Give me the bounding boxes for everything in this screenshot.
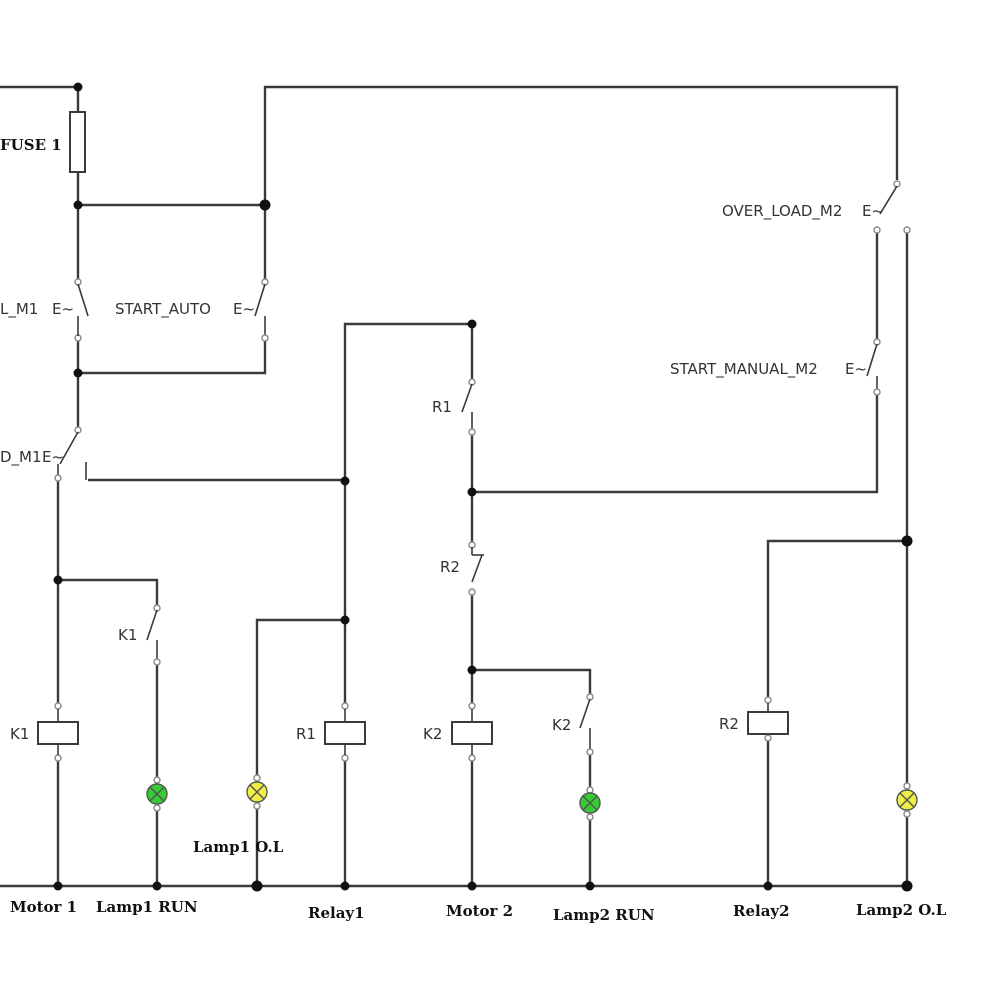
start-auto-label: START_AUTO [115, 300, 211, 319]
contact-k2-label: K2 [552, 716, 571, 734]
relay1-top-wire [343, 322, 474, 480]
coil-r1-label: R1 [296, 725, 316, 743]
coil-r2: R2 [719, 696, 789, 742]
lamp2-ol-icon [896, 782, 918, 818]
contact-r1: R1 [432, 378, 476, 436]
relay2-top-wire [766, 539, 907, 698]
contact-k2: K2 [552, 693, 594, 756]
lamp2-ol-label: Lamp2 O.L [856, 901, 947, 919]
coil-k1-label: K1 [10, 725, 29, 743]
supply-wire-left [0, 85, 80, 112]
coil-r2-label: R2 [719, 715, 739, 733]
overload-m1-label: D_M1 [0, 448, 42, 467]
start-manual-m2-actuator-icon: E~ [845, 360, 867, 378]
relay2-label: Relay2 [733, 902, 790, 920]
start-manual-m1-actuator-icon: E~ [52, 300, 74, 318]
switch-start-manual-m2: START_MANUAL_M2 E~ [670, 338, 881, 396]
switch-start-manual-m1: L_M1 E~ [0, 278, 89, 342]
switch-overload-m2: OVER_LOAD_M2 E~ [722, 180, 911, 234]
lamp1-ol-label: Lamp1 O.L [193, 838, 284, 856]
overload-m2-actuator-icon: E~ [862, 202, 884, 220]
start-auto-actuator-icon: E~ [233, 300, 255, 318]
overload-m2-label: OVER_LOAD_M2 [722, 202, 842, 221]
coil-k2: K2 [423, 702, 493, 762]
wires [0, 85, 910, 888]
switch-overload-m1: D_M1 E~ [0, 426, 87, 482]
lamp2-run-icon [579, 786, 601, 821]
contact-r2-label: R2 [440, 558, 460, 576]
coil-r1: R1 [296, 702, 366, 762]
switch-start-auto: START_AUTO E~ [115, 278, 269, 342]
contact-k1-label: K1 [118, 626, 137, 644]
coil-k2-label: K2 [423, 725, 442, 743]
lamp1-run-label: Lamp1 RUN [96, 898, 198, 916]
junction-nodes [53, 82, 913, 892]
branch-top-wire [78, 203, 267, 282]
contact-k1: K1 [118, 604, 161, 666]
start-manual-m2-label: START_MANUAL_M2 [670, 360, 818, 379]
motor2-label: Motor 2 [446, 902, 513, 920]
motor1-label: Motor 1 [10, 898, 77, 916]
lamp1-run-icon [146, 776, 168, 812]
lamp1-ol-wire [255, 618, 345, 780]
start-auto-return-wire [78, 338, 267, 375]
k2-branch-wire [472, 668, 592, 695]
start-manual-m1-label: L_M1 [0, 300, 38, 319]
contact-r2-nc: R2 [440, 541, 484, 596]
fuse-label: FUSE 1 [0, 136, 62, 154]
lamp1-ol-icon [246, 774, 268, 810]
k1-branch-wire [58, 578, 159, 606]
coil-k1: K1 [10, 702, 79, 762]
relay1-label: Relay1 [308, 904, 365, 922]
supply-wire-top [263, 85, 899, 205]
m2-manual-branch-wire [472, 392, 879, 494]
overload-m1-actuator-icon: E~ [42, 448, 64, 466]
fuse-symbol [69, 111, 86, 173]
contact-r1-label: R1 [432, 398, 452, 416]
lamp2-run-label: Lamp2 RUN [553, 906, 655, 924]
